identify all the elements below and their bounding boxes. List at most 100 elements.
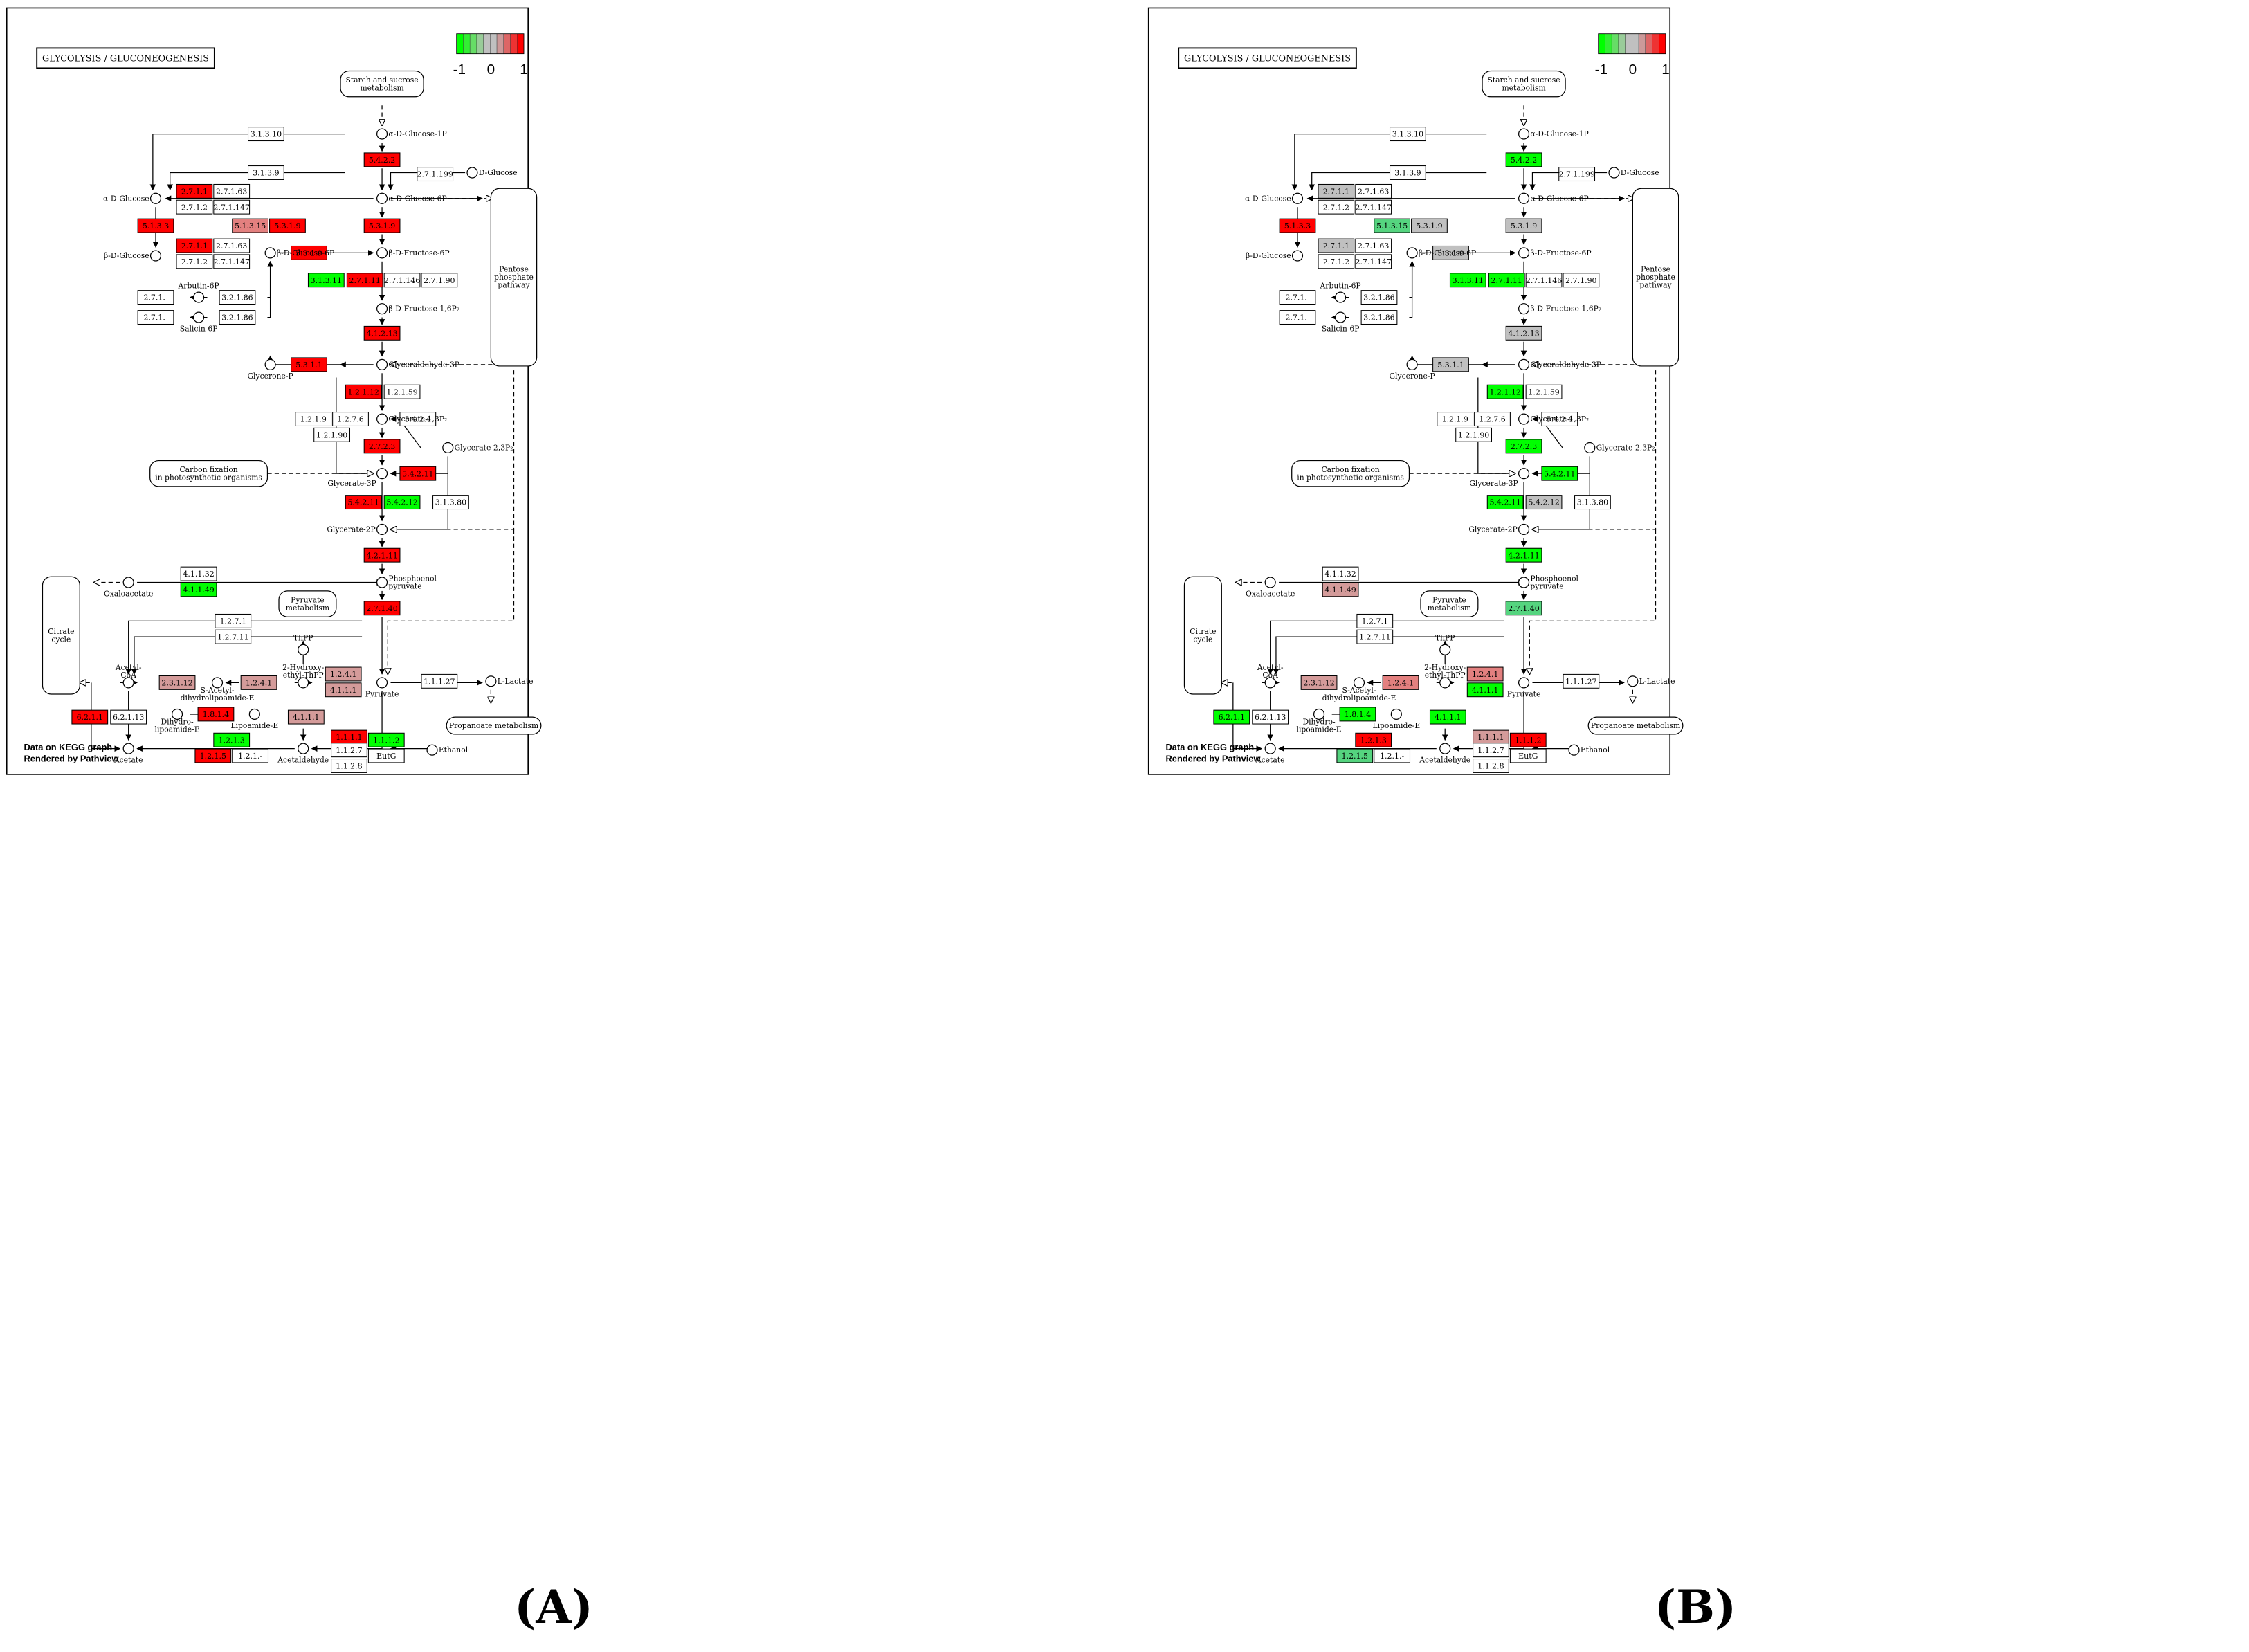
enzyme-box[interactable]: [1213, 709, 1250, 725]
enzyme-box[interactable]: [1355, 238, 1392, 253]
enzyme-box[interactable]: [1318, 183, 1355, 199]
enzyme-box[interactable]: [158, 675, 196, 690]
compound-node[interactable]: [1518, 128, 1530, 140]
enzyme-box[interactable]: [1541, 466, 1578, 481]
compound-node[interactable]: [376, 247, 388, 259]
enzyme-box[interactable]: [363, 325, 401, 341]
enzyme-box[interactable]: [295, 412, 332, 426]
enzyme-box[interactable]: [1355, 199, 1392, 215]
compound-node[interactable]: [1518, 358, 1530, 370]
enzyme-box[interactable]: [287, 709, 325, 725]
compound-node[interactable]: [376, 677, 388, 689]
enzyme-box[interactable]: [363, 439, 401, 454]
map-pyrmet[interactable]: [278, 590, 337, 617]
compound-node[interactable]: [1264, 577, 1276, 588]
enzyme-box[interactable]: [232, 218, 269, 233]
compound-node[interactable]: [171, 708, 183, 720]
enzyme-box[interactable]: [1355, 183, 1392, 199]
enzyme-box[interactable]: [1525, 384, 1563, 399]
compound-node[interactable]: [1568, 744, 1580, 756]
compound-node[interactable]: [298, 644, 309, 655]
enzyme-box[interactable]: [1360, 310, 1398, 325]
enzyme-box[interactable]: [213, 732, 251, 747]
compound-node[interactable]: [298, 743, 309, 754]
compound-node[interactable]: [1518, 192, 1530, 204]
compound-node[interactable]: [1353, 677, 1365, 689]
enzyme-box[interactable]: [1486, 495, 1524, 510]
enzyme-box[interactable]: [1356, 629, 1394, 644]
enzyme-box[interactable]: [1449, 273, 1486, 288]
compound-node[interactable]: [376, 468, 388, 480]
enzyme-box[interactable]: [399, 466, 437, 481]
enzyme-box[interactable]: [1252, 709, 1289, 725]
compound-node[interactable]: [122, 577, 134, 588]
enzyme-box[interactable]: [1389, 127, 1426, 142]
map-propanoate[interactable]: [1587, 716, 1684, 735]
enzyme-box[interactable]: [383, 495, 421, 510]
compound-node[interactable]: [1406, 247, 1418, 259]
enzyme-box[interactable]: [1355, 254, 1392, 269]
enzyme-box[interactable]: [1455, 427, 1493, 442]
enzyme-box[interactable]: [1374, 748, 1411, 763]
enzyme-box[interactable]: [213, 238, 251, 253]
compound-node[interactable]: [376, 358, 388, 370]
enzyme-box[interactable]: [346, 273, 383, 288]
enzyme-box[interactable]: [331, 743, 367, 758]
enzyme-box[interactable]: [1473, 759, 1509, 773]
compound-node[interactable]: [122, 677, 134, 689]
compound-node[interactable]: [376, 192, 388, 204]
compound-node[interactable]: [149, 250, 162, 262]
enzyme-box[interactable]: [363, 547, 401, 563]
enzyme-box[interactable]: [1279, 218, 1316, 233]
enzyme-box[interactable]: [432, 495, 469, 510]
enzyme-box[interactable]: [1318, 199, 1355, 215]
compound-node[interactable]: [211, 677, 224, 689]
enzyme-box[interactable]: [1525, 273, 1563, 288]
enzyme-box[interactable]: [1474, 412, 1511, 426]
compound-node[interactable]: [264, 247, 276, 259]
enzyme-box[interactable]: [71, 709, 109, 725]
compound-node[interactable]: [1627, 675, 1639, 687]
enzyme-box[interactable]: [1279, 310, 1316, 325]
enzyme-box[interactable]: [1355, 732, 1392, 747]
enzyme-box[interactable]: [417, 167, 454, 182]
enzyme-box[interactable]: [1505, 547, 1542, 563]
enzyme-box[interactable]: [363, 218, 401, 233]
enzyme-box[interactable]: [1300, 675, 1338, 690]
enzyme-box[interactable]: [1563, 673, 1600, 689]
compound-node[interactable]: [1335, 311, 1347, 323]
enzyme-box[interactable]: [1509, 732, 1547, 747]
enzyme-box[interactable]: [421, 273, 458, 288]
compound-node[interactable]: [426, 744, 438, 756]
enzyme-box[interactable]: [1473, 743, 1509, 758]
enzyme-box[interactable]: [421, 673, 458, 689]
enzyme-box[interactable]: [176, 199, 213, 215]
enzyme-box[interactable]: [213, 254, 251, 269]
enzyme-box[interactable]: [1563, 273, 1600, 288]
enzyme-box[interactable]: [1466, 682, 1504, 698]
enzyme-box[interactable]: [1360, 290, 1398, 305]
enzyme-box[interactable]: [213, 199, 251, 215]
enzyme-box[interactable]: [1389, 165, 1426, 180]
enzyme-box[interactable]: [332, 412, 369, 426]
compound-node[interactable]: [376, 523, 388, 535]
enzyme-box[interactable]: [1432, 357, 1469, 372]
compound-node[interactable]: [466, 167, 478, 179]
enzyme-box[interactable]: [269, 218, 306, 233]
compound-node[interactable]: [1439, 677, 1451, 689]
enzyme-box[interactable]: [399, 412, 437, 426]
map-propanoate[interactable]: [446, 716, 542, 735]
enzyme-box[interactable]: [137, 310, 174, 325]
enzyme-box[interactable]: [1374, 218, 1411, 233]
compound-node[interactable]: [1584, 442, 1596, 454]
enzyme-box[interactable]: [345, 384, 382, 399]
enzyme-box[interactable]: [331, 759, 367, 773]
compound-node[interactable]: [1291, 250, 1304, 262]
enzyme-box[interactable]: [1558, 167, 1596, 182]
enzyme-box[interactable]: [367, 732, 405, 747]
enzyme-box[interactable]: [247, 127, 284, 142]
enzyme-box[interactable]: [383, 273, 421, 288]
enzyme-box[interactable]: [291, 357, 327, 372]
compound-node[interactable]: [193, 291, 205, 303]
compound-node[interactable]: [442, 442, 454, 454]
